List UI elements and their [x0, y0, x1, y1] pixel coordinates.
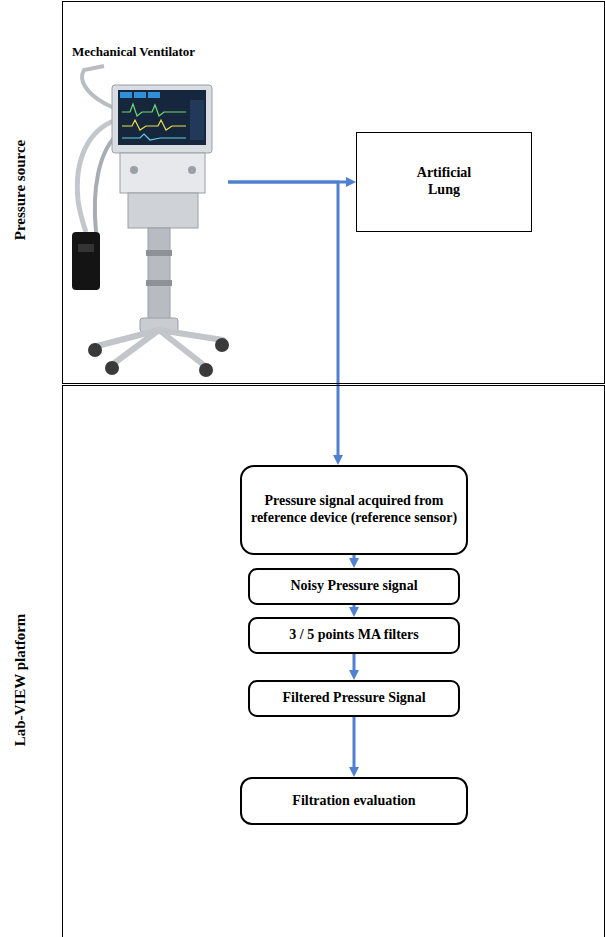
humidifier-label [78, 244, 94, 252]
flow-arrow [228, 182, 338, 459]
box-label: Pressure signal acquired from reference … [250, 493, 458, 527]
screen [118, 90, 206, 145]
knob [188, 166, 196, 174]
stand-legs [97, 330, 223, 366]
monitor [112, 85, 212, 153]
box-label: Artificial Lung [407, 165, 481, 199]
ventilator-body [120, 153, 205, 193]
band-label: Pressure source [11, 140, 29, 240]
wheel [88, 343, 102, 357]
column-band [146, 250, 172, 256]
support-arm [82, 66, 114, 108]
ventilator-base-unit [128, 193, 198, 228]
wheel [105, 361, 119, 375]
device-title: Mechanical Ventilator [71, 38, 228, 60]
flow-arrow [353, 605, 356, 611]
column-band [146, 280, 172, 286]
region-band: Lab-VIEW platformPressure signal acquire… [62, 385, 605, 937]
ventilator-drawing [72, 66, 229, 377]
stand-column [148, 228, 170, 323]
screen-panel [190, 100, 204, 140]
screen-tab [148, 92, 160, 98]
humidifier [72, 232, 100, 290]
process-box: 3 / 5 points MA filters [248, 617, 460, 654]
region-band: Pressure sourceMechanical VentilatorArti… [62, 1, 605, 384]
screen-tab [120, 92, 132, 98]
device-group: Mechanical Ventilator [71, 38, 228, 370]
flow-arrow [353, 654, 356, 674]
box-label: Filtration evaluation [292, 793, 415, 810]
flow-arrow [353, 717, 356, 771]
process-box: Artificial Lung [356, 132, 532, 232]
waveform [122, 104, 186, 116]
box-label: Filtered Pressure Signal [282, 690, 425, 707]
wheel [199, 363, 213, 377]
screen-tab [134, 92, 146, 98]
process-box: Filtered Pressure Signal [248, 680, 460, 717]
process-box: Filtration evaluation [240, 777, 468, 825]
band-label: Lab-VIEW platform [11, 614, 29, 747]
box-label: Noisy Pressure signal [290, 578, 417, 595]
process-box: Noisy Pressure signal [248, 568, 460, 605]
box-label: 3 / 5 points MA filters [289, 627, 419, 644]
process-box: Pressure signal acquired from reference … [240, 465, 468, 555]
waveform [122, 120, 186, 130]
waveform [122, 134, 186, 140]
flow-arrow [353, 555, 356, 562]
knob [130, 166, 138, 174]
wheel [215, 338, 229, 352]
